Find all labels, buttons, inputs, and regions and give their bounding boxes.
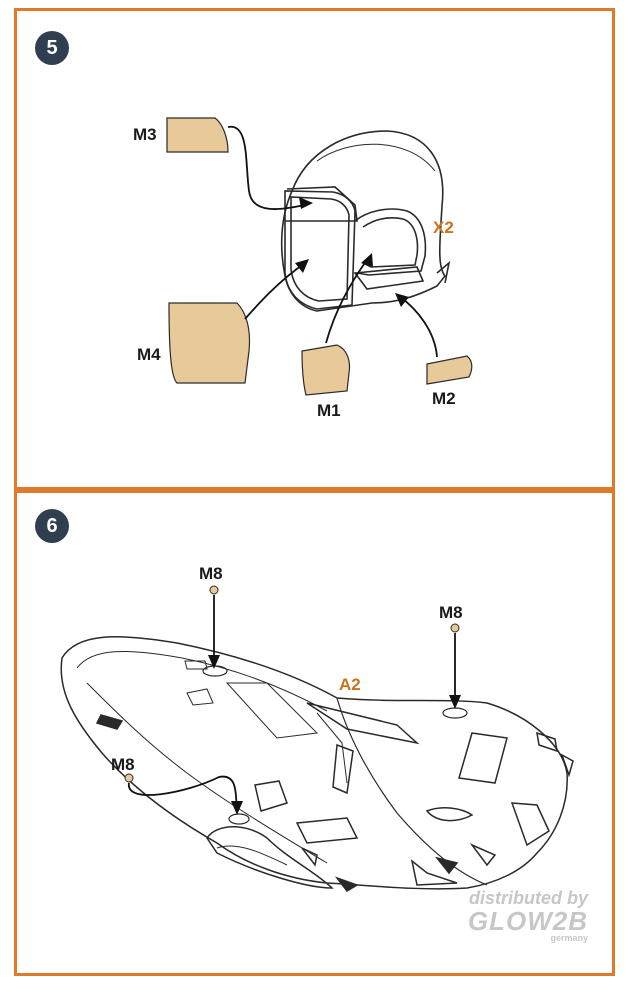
mask-m4 — [168, 302, 251, 384]
part-label-m8-left: M8 — [111, 755, 135, 774]
watermark-logo: GLOW2B — [467, 906, 588, 936]
step-number-badge: 5 — [35, 31, 69, 65]
part-code-a2: A2 — [339, 675, 361, 694]
step-6-panel: 6 — [14, 490, 615, 976]
arrows — [128, 595, 456, 808]
arrows — [227, 126, 438, 358]
step-number-badge: 6 — [35, 509, 69, 543]
part-label-m8-right: M8 — [439, 603, 463, 622]
canopy-diagram — [166, 117, 473, 396]
distributor-watermark: distributed by GLOW2B germany — [468, 888, 588, 943]
arrow-heads — [295, 197, 409, 307]
quantity-label-x2: X2 — [433, 218, 454, 237]
mask-m2 — [426, 355, 473, 385]
mask-m1 — [301, 344, 351, 396]
part-label-m8-top: M8 — [199, 564, 223, 583]
part-label-m1: M1 — [317, 401, 341, 420]
part-label-m2: M2 — [432, 389, 456, 408]
canopy-outline — [280, 130, 451, 312]
fuselage-outline — [60, 636, 574, 892]
m8-masks — [124, 585, 460, 783]
step-5-panel: 5 — [14, 8, 615, 490]
masks — [166, 117, 473, 396]
part-label-m4: M4 — [137, 345, 161, 364]
watermark-line-3: germany — [550, 933, 588, 943]
fuselage-diagram — [60, 585, 574, 892]
arrow-heads — [208, 655, 461, 815]
watermark-line-1: distributed by — [468, 888, 588, 908]
mask-m3 — [166, 117, 229, 153]
attachment-points — [202, 665, 468, 825]
part-label-m3: M3 — [133, 125, 157, 144]
